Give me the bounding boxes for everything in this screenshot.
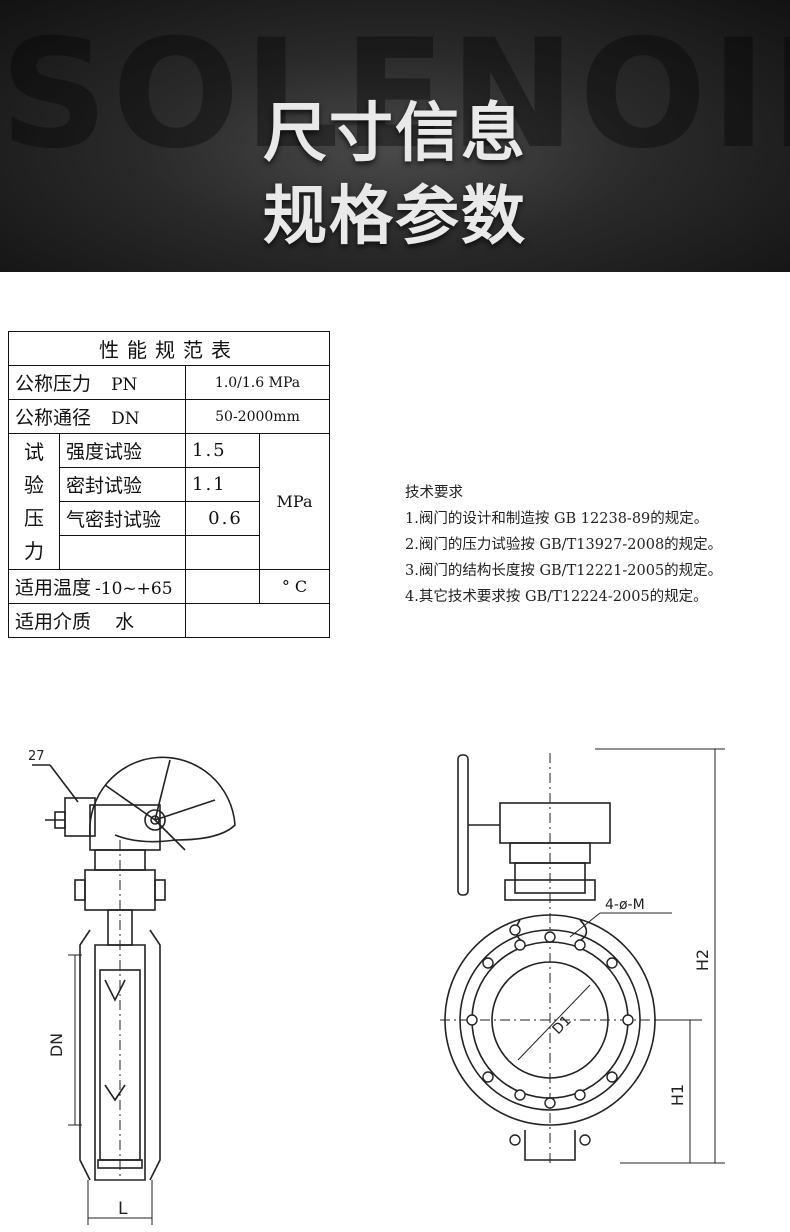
temperature-label-cell: 适用温度-10~+65: [8, 569, 186, 604]
medium-label: 适用介质: [15, 611, 92, 633]
test-pressure-unit: MPa: [259, 433, 330, 570]
diameter-value: 50-2000mm: [185, 399, 330, 434]
banner-title-line1: 尺寸信息: [263, 97, 527, 171]
test-group-char-1: 试: [24, 439, 44, 464]
medium-label-cell: 适用介质 水: [8, 603, 186, 638]
front-holes-dimension: 4-ø-M: [605, 897, 645, 913]
banner-watermark: SOLENOID: [0, 20, 790, 170]
test-group-char-4: 力: [24, 538, 44, 563]
spec-table-title: 性能规范表: [8, 331, 330, 366]
test-group-char-3: 压: [24, 505, 44, 530]
tech-item-2: 2.阀门的压力试验按 GB/T13927-2008的规定。: [405, 537, 723, 553]
test-group-char-2: 验: [24, 472, 44, 497]
strength-test-label: 强度试验: [59, 433, 186, 468]
banner-title-line2: 规格参数: [263, 180, 527, 254]
seal-test-label: 密封试验: [59, 467, 186, 502]
diameter-label-cell: 公称通径 DN: [8, 399, 186, 434]
tech-item-3: 3.阀门的结构长度按 GB/T12221-2005的规定。: [405, 563, 723, 579]
air-seal-test-label: 气密封试验: [59, 501, 186, 536]
pressure-code: PN: [111, 375, 138, 395]
technical-requirements: 技术要求 1.阀门的设计和制造按 GB 12238-89的规定。 2.阀门的压力…: [405, 480, 722, 610]
tech-heading: 技术要求: [405, 485, 463, 501]
empty-cell-3: [185, 569, 260, 604]
test-pressure-group-label: 试 验 压 力: [8, 433, 60, 570]
front-d1-dimension: D1: [550, 1013, 575, 1038]
pressure-label-cell: 公称压力 PN: [8, 365, 186, 400]
strength-test-value: 1.5: [185, 433, 260, 468]
header-banner: SOLENOID 尺寸信息 规格参数: [0, 0, 790, 272]
diameter-label: 公称通径: [15, 407, 92, 429]
pressure-value: 1.0/1.6 MPa: [185, 365, 330, 400]
valve-side-view-drawing: 27 DN L: [28, 749, 236, 1225]
valve-front-view-drawing: 4-ø-M D1 H1 H2: [440, 748, 725, 1165]
temperature-unit: ° C: [259, 569, 330, 604]
pressure-label: 公称压力: [15, 373, 92, 395]
tech-item-4: 4.其它技术要求按 GB/T12224-2005的规定。: [405, 589, 708, 605]
diameter-code: DN: [111, 409, 140, 429]
seal-test-value: 1.1: [185, 467, 260, 502]
air-seal-test-value: 0.6: [185, 501, 260, 536]
side-callout-label: 27: [28, 749, 45, 764]
empty-cell-2: [185, 535, 260, 570]
front-h2-dimension: H2: [693, 949, 712, 971]
front-h1-dimension: H1: [668, 1084, 687, 1106]
side-dn-dimension: DN: [47, 1033, 66, 1057]
medium-value: 水: [115, 611, 135, 633]
empty-cell-1: [59, 535, 186, 570]
tech-item-1: 1.阀门的设计和制造按 GB 12238-89的规定。: [405, 511, 709, 527]
side-l-dimension: L: [118, 1199, 128, 1219]
performance-spec-table: 性能规范表 公称压力 PN 1.0/1.6 MPa 公称通径 DN 50-200…: [8, 331, 330, 638]
temperature-value: -10~+65: [95, 579, 173, 599]
temperature-label: 适用温度: [15, 577, 92, 599]
empty-cell-4: [185, 603, 330, 638]
